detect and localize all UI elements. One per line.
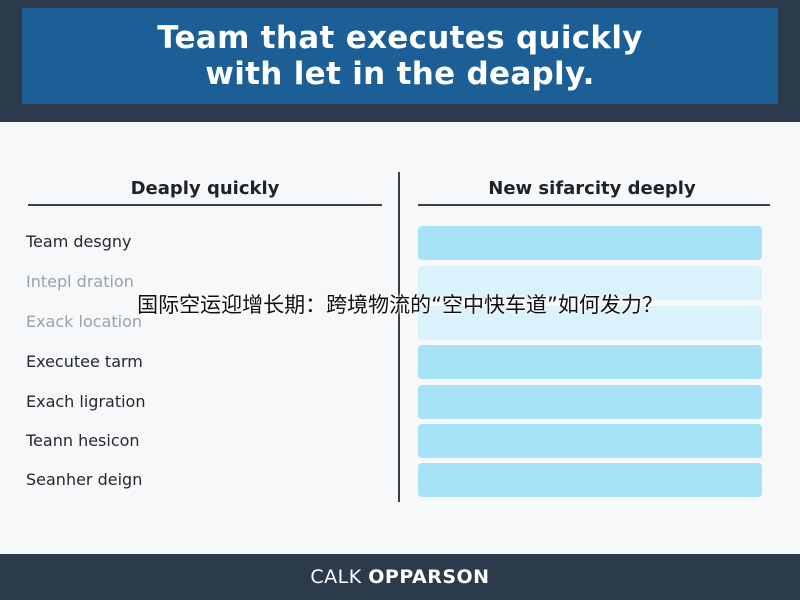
row-label-4: Executee tarm xyxy=(26,352,143,371)
right-heading-rule xyxy=(418,204,770,206)
title-banner: Team that executes quickly with let in t… xyxy=(22,8,778,104)
right-column-heading: New sifarcity deeply xyxy=(488,178,696,199)
page-title: Team that executes quickly with let in t… xyxy=(157,20,643,92)
row-bar-4 xyxy=(418,345,762,379)
row-label-6: Teann hesicon xyxy=(26,431,140,450)
column-divider xyxy=(398,172,400,502)
header-band: Team that executes quickly with let in t… xyxy=(0,0,800,122)
row-bar-3 xyxy=(418,306,762,340)
row-bar-1 xyxy=(418,226,762,260)
row-bar-2 xyxy=(418,266,762,300)
comparison-table: Deaply quickly New sifarcity deeply Team… xyxy=(0,122,800,554)
row-label-7: Seanher deign xyxy=(26,470,143,489)
row-label-2: Intepl dration xyxy=(26,272,134,291)
left-heading-rule xyxy=(28,204,382,206)
row-bar-7 xyxy=(418,463,762,497)
footer-brand: CALK OPPARSON xyxy=(310,566,489,588)
title-line-1: Team that executes quickly xyxy=(157,20,643,56)
footer-brand-part-1: CALK xyxy=(310,566,362,588)
title-line-2: with let in the deaply. xyxy=(205,56,595,92)
row-label-1: Team desgny xyxy=(26,232,132,251)
row-bar-5 xyxy=(418,385,762,419)
overlay-caption: 国际空运迎增长期：跨境物流的“空中快车道”如何发力？ xyxy=(137,293,663,317)
footer-brand-part-2: OPPARSON xyxy=(368,566,490,588)
footer-band: CALK OPPARSON xyxy=(0,554,800,600)
row-bar-6 xyxy=(418,424,762,458)
left-column-heading: Deaply quickly xyxy=(130,178,280,199)
row-label-5: Exach ligration xyxy=(26,392,146,411)
row-label-3: Exack location xyxy=(26,312,143,331)
